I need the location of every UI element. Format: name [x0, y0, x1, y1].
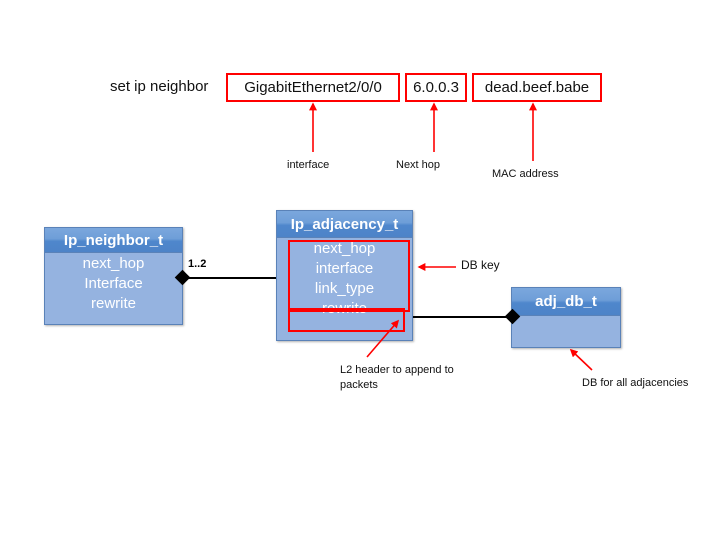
- class-box-ip-neighbor-t: Ip_neighbor_t next_hop Interface rewrite: [44, 227, 183, 325]
- annotation-db-key: DB key: [461, 258, 500, 272]
- connector-adjacency-to-adjdb: [413, 316, 512, 318]
- command-field-interface: GigabitEthernet2/0/0: [226, 73, 400, 102]
- class-field: Interface: [84, 275, 143, 292]
- multiplicity-label: 1..2: [188, 258, 207, 270]
- class-title-ip-neighbor-t: Ip_neighbor_t: [45, 228, 182, 253]
- class-field: next_hop: [82, 255, 145, 272]
- class-field: rewrite: [321, 300, 367, 317]
- class-title-adj-db-t: adj_db_t: [512, 288, 620, 316]
- annotation-db-for-all-adjacencies: DB for all adjacencies: [582, 377, 689, 389]
- command-field-next-hop: 6.0.0.3: [405, 73, 467, 102]
- command-field-interface-value: GigabitEthernet2/0/0: [244, 79, 382, 96]
- class-field: link_type: [314, 280, 375, 297]
- class-fields-adj-db-t: [512, 316, 620, 317]
- annotation-l2-header: L2 header to append to packets: [340, 364, 454, 391]
- command-field-next-hop-value: 6.0.0.3: [413, 79, 459, 96]
- caption-interface: interface: [287, 159, 330, 171]
- arrow-db-for-all: [569, 348, 593, 371]
- command-field-mac: dead.beef.babe: [472, 73, 602, 102]
- command-prefix-label: set ip neighbor: [110, 78, 209, 95]
- caption-next-hop: Next hop: [396, 159, 441, 171]
- class-field: interface: [315, 260, 374, 277]
- caption-mac-address: MAC address: [492, 168, 559, 180]
- class-field: next_hop: [313, 240, 376, 257]
- connector-neighbor-to-adjacency: [183, 277, 276, 279]
- class-box-ip-adjacency-t: Ip_adjacency_t next_hop interface link_t…: [276, 210, 413, 341]
- command-field-mac-value: dead.beef.babe: [484, 79, 590, 96]
- class-title-ip-adjacency-t: Ip_adjacency_t: [277, 211, 412, 238]
- class-fields-ip-neighbor-t: next_hop Interface rewrite: [45, 253, 182, 314]
- class-box-adj-db-t: adj_db_t: [511, 287, 621, 348]
- class-field: rewrite: [90, 295, 136, 312]
- class-fields-ip-adjacency-t: next_hop interface link_type rewrite: [277, 238, 412, 319]
